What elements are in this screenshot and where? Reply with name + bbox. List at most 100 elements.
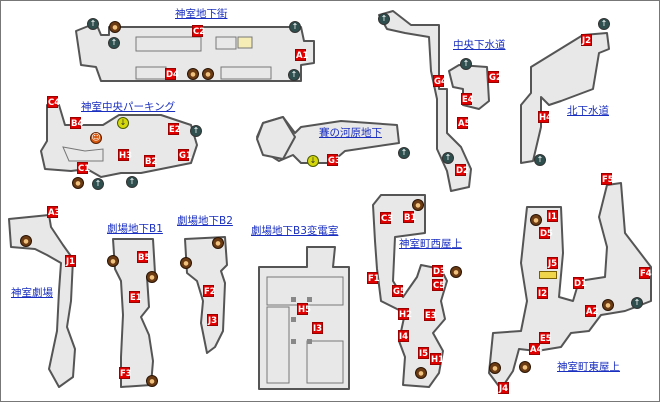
marker-g3[interactable]: G3 xyxy=(327,154,341,166)
label-kita-gesuido[interactable]: 北下水道 xyxy=(567,105,609,117)
marker-g5[interactable]: G5 xyxy=(392,285,406,297)
save-point-icon[interactable] xyxy=(307,155,319,167)
item-bag-icon[interactable] xyxy=(519,361,531,373)
marker-a1[interactable]: A1 xyxy=(295,49,309,61)
marker-c2[interactable]: C2 xyxy=(192,25,206,37)
marker-b1[interactable]: B1 xyxy=(403,211,417,223)
item-bag-icon[interactable] xyxy=(489,362,501,374)
marker-a3[interactable]: A3 xyxy=(47,206,61,218)
item-bag-icon[interactable] xyxy=(146,271,158,283)
marker-j3[interactable]: J3 xyxy=(207,314,218,326)
exit-arrow-icon[interactable] xyxy=(598,18,610,30)
marker-g2[interactable]: G2 xyxy=(488,71,502,83)
area-higashi-okujo xyxy=(488,182,652,390)
exit-arrow-icon[interactable] xyxy=(378,13,390,25)
marker-f2[interactable]: F2 xyxy=(203,285,216,297)
marker-f1[interactable]: F1 xyxy=(367,272,380,284)
marker-f5[interactable]: F5 xyxy=(601,173,614,185)
item-bag-icon[interactable] xyxy=(212,237,224,249)
marker-j1[interactable]: J1 xyxy=(65,255,76,267)
marker-j4[interactable]: J4 xyxy=(498,382,509,394)
marker-f3[interactable]: F3 xyxy=(119,367,132,379)
exit-arrow-icon[interactable] xyxy=(460,58,472,70)
area-chuo-parking xyxy=(40,104,198,178)
exit-arrow-icon[interactable] xyxy=(126,176,138,188)
marker-d3[interactable]: D3 xyxy=(432,265,446,277)
exit-arrow-icon[interactable] xyxy=(398,147,410,159)
marker-e5[interactable]: E5 xyxy=(539,332,552,344)
marker-c1[interactable]: C1 xyxy=(77,162,91,174)
marker-a2[interactable]: A2 xyxy=(585,305,599,317)
marker-c4[interactable]: C4 xyxy=(47,96,61,108)
label-nishi-okujo[interactable]: 神室町西屋上 xyxy=(399,238,462,250)
exit-arrow-icon[interactable] xyxy=(87,18,99,30)
marker-d5[interactable]: D5 xyxy=(539,227,553,239)
label-chuo-gesuido[interactable]: 中央下水道 xyxy=(453,39,506,51)
item-bag-icon[interactable] xyxy=(602,299,614,311)
marker-d4[interactable]: D4 xyxy=(165,68,179,80)
item-bag-icon[interactable] xyxy=(20,235,32,247)
marker-a5[interactable]: A5 xyxy=(457,117,471,129)
item-bag-icon[interactable] xyxy=(202,68,214,80)
b3-equipment xyxy=(307,297,312,302)
marker-i3[interactable]: I3 xyxy=(312,322,323,334)
marker-c3[interactable]: C3 xyxy=(380,212,394,224)
exit-arrow-icon[interactable] xyxy=(108,37,120,49)
marker-h4[interactable]: H4 xyxy=(538,111,553,123)
b3-equipment xyxy=(307,339,312,344)
label-gekijo[interactable]: 神室劇場 xyxy=(11,287,53,299)
marker-h1[interactable]: H1 xyxy=(430,353,445,365)
label-gekijo-b3[interactable]: 劇場地下B3変電室 xyxy=(251,225,339,237)
marker-e2[interactable]: E2 xyxy=(168,123,181,135)
marker-j2[interactable]: J2 xyxy=(581,34,592,46)
marker-b2[interactable]: B2 xyxy=(144,155,158,167)
marker-h2[interactable]: H2 xyxy=(398,308,413,320)
marker-i1[interactable]: I1 xyxy=(547,210,558,222)
item-bag-icon[interactable] xyxy=(530,214,542,226)
marker-e3[interactable]: E3 xyxy=(424,309,437,321)
marker-i2[interactable]: I2 xyxy=(537,287,548,299)
marker-i5[interactable]: I5 xyxy=(418,347,429,359)
marker-b5[interactable]: B5 xyxy=(137,251,151,263)
marker-c5[interactable]: C5 xyxy=(432,279,446,291)
marker-d2[interactable]: D2 xyxy=(455,164,469,176)
exit-arrow-icon[interactable] xyxy=(190,125,202,137)
marker-j5[interactable]: J5 xyxy=(547,257,558,269)
label-kamuro-chika[interactable]: 神室地下街 xyxy=(175,8,228,20)
marker-b4[interactable]: B4 xyxy=(70,117,84,129)
marker-g4[interactable]: G4 xyxy=(433,75,447,87)
label-higashi-okujo[interactable]: 神室町東屋上 xyxy=(557,361,620,373)
item-bag-icon[interactable] xyxy=(107,255,119,267)
item-bag-icon[interactable] xyxy=(180,257,192,269)
exit-arrow-icon[interactable] xyxy=(534,154,546,166)
item-bag-icon[interactable] xyxy=(450,266,462,278)
label-gekijo-b1[interactable]: 劇場地下B1 xyxy=(107,223,163,235)
exit-arrow-icon[interactable] xyxy=(288,69,300,81)
marker-g1[interactable]: G1 xyxy=(178,149,192,161)
treasure-box xyxy=(539,271,557,279)
marker-a4[interactable]: A4 xyxy=(529,343,543,355)
b3-equipment xyxy=(291,317,296,322)
marker-h3[interactable]: H3 xyxy=(118,149,133,161)
item-bag-icon[interactable] xyxy=(146,375,158,387)
exit-arrow-icon[interactable] xyxy=(289,21,301,33)
exit-arrow-icon[interactable] xyxy=(631,297,643,309)
marker-d1[interactable]: D1 xyxy=(573,277,587,289)
item-bag-icon[interactable] xyxy=(187,68,199,80)
exit-arrow-icon[interactable] xyxy=(442,152,454,164)
marker-e1[interactable]: E1 xyxy=(129,291,142,303)
exit-arrow-icon[interactable] xyxy=(92,178,104,190)
item-bag-icon[interactable] xyxy=(72,177,84,189)
marker-h5[interactable]: H5 xyxy=(297,303,312,315)
npc-icon[interactable] xyxy=(90,132,102,144)
label-gekijo-b2[interactable]: 劇場地下B2 xyxy=(177,215,233,227)
item-bag-icon[interactable] xyxy=(109,21,121,33)
marker-f4[interactable]: F4 xyxy=(639,267,652,279)
item-bag-icon[interactable] xyxy=(412,199,424,211)
item-bag-icon[interactable] xyxy=(415,367,427,379)
label-sai-no-kawara[interactable]: 賽の河原地下 xyxy=(319,127,382,139)
save-point-icon[interactable] xyxy=(117,117,129,129)
label-chuo-parking[interactable]: 神室中央パーキング xyxy=(81,101,176,113)
marker-e4[interactable]: E4 xyxy=(461,93,474,105)
marker-i4[interactable]: I4 xyxy=(398,330,409,342)
